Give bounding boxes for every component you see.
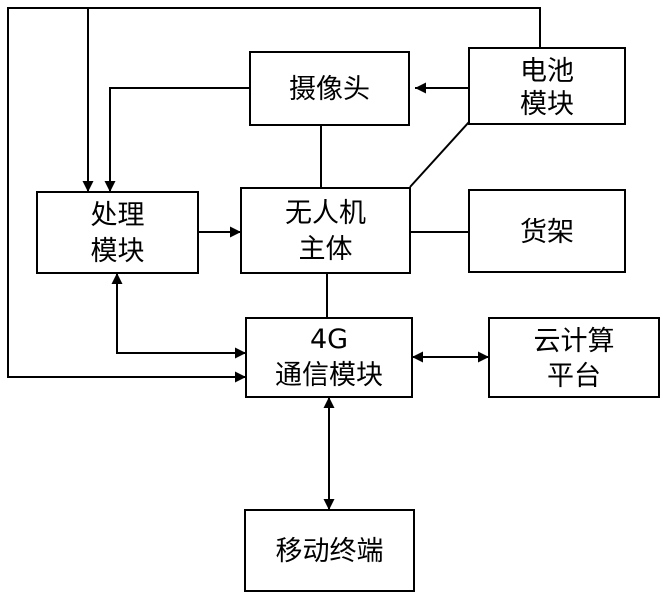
node-processing-label-1: 处理: [91, 200, 145, 231]
node-drone-body-label-1: 无人机: [285, 198, 366, 229]
node-shelf: 货架: [469, 190, 625, 272]
node-drone-body-label-2: 主体: [299, 234, 353, 265]
node-mobile: 移动终端: [245, 510, 414, 591]
edge-battery-drone: [410, 122, 469, 187]
node-processing: 处理 模块: [37, 192, 198, 273]
node-processing-label-2: 模块: [91, 236, 145, 267]
node-shelf-label: 货架: [520, 217, 574, 248]
node-mobile-label: 移动终端: [276, 536, 384, 567]
node-cloud-label-1: 云计算: [534, 326, 615, 357]
node-4g-comm: 4G 通信模块: [246, 318, 412, 397]
node-cloud-label-2: 平台: [547, 361, 601, 392]
node-4g-comm-label-1: 4G: [310, 324, 348, 355]
edge-processing-4g: [117, 273, 246, 353]
edge-camera-processing: [110, 88, 250, 192]
node-camera-label: 摄像头: [289, 74, 370, 105]
node-4g-comm-label-2: 通信模块: [275, 360, 383, 391]
node-camera: 摄像头: [250, 52, 409, 125]
node-cloud: 云计算 平台: [489, 318, 659, 397]
node-drone-body: 无人机 主体: [241, 188, 410, 273]
node-battery-label-2: 模块: [520, 89, 574, 120]
node-battery-label-1: 电池: [520, 56, 574, 87]
node-battery: 电池 模块: [469, 48, 625, 124]
